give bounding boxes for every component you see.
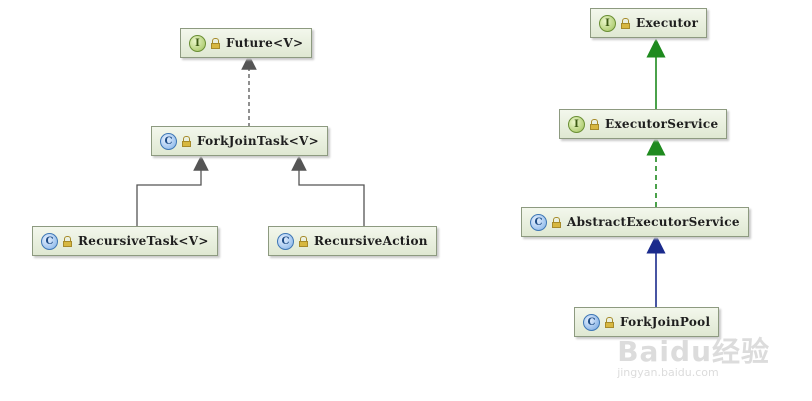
node-label: RecursiveAction	[314, 234, 428, 248]
abstract-class-icon: C	[41, 232, 58, 250]
node-executor[interactable]: I Executor	[590, 8, 708, 38]
node-label: ForkJoinTask<V>	[197, 134, 320, 148]
node-future[interactable]: I Future<V>	[180, 28, 313, 58]
node-abstractexecutorservice[interactable]: C AbstractExecutorService	[521, 207, 749, 237]
lock-icon	[621, 17, 630, 29]
class-icon: C	[583, 313, 600, 331]
node-forkjointask[interactable]: C ForkJoinTask<V>	[151, 126, 329, 156]
interface-icon: I	[568, 115, 585, 133]
node-forkjoinpool[interactable]: C ForkJoinPool	[574, 307, 720, 337]
watermark-url: jingyan.baidu.com	[617, 366, 719, 379]
node-recursiveaction[interactable]: C RecursiveAction	[268, 226, 437, 256]
node-label: RecursiveTask<V>	[78, 234, 209, 248]
node-executorservice[interactable]: I ExecutorService	[559, 109, 728, 139]
lock-icon	[605, 316, 614, 328]
lock-icon	[63, 235, 72, 247]
node-label: Executor	[636, 16, 699, 30]
abstract-class-icon: C	[160, 132, 177, 150]
watermark-brand: Baidu经验	[617, 335, 770, 368]
interface-icon: I	[599, 14, 616, 32]
edge-recursivetask-forkjointask	[136, 155, 209, 226]
node-label: ForkJoinPool	[620, 315, 711, 329]
abstract-class-icon: C	[530, 213, 547, 231]
abstract-class-icon: C	[277, 232, 294, 250]
interface-icon: I	[189, 34, 206, 52]
edge-recursiveaction-forkjointask	[291, 155, 365, 226]
lock-icon	[590, 118, 599, 130]
node-label: AbstractExecutorService	[567, 215, 740, 229]
node-recursivetask[interactable]: C RecursiveTask<V>	[32, 226, 218, 256]
lock-icon	[299, 235, 308, 247]
node-label: Future<V>	[226, 36, 304, 50]
node-label: ExecutorService	[605, 117, 719, 131]
lock-icon	[182, 135, 191, 147]
lock-icon	[211, 37, 220, 49]
lock-icon	[552, 216, 561, 228]
watermark: Baidu经验 jingyan.baidu.com	[617, 330, 770, 379]
